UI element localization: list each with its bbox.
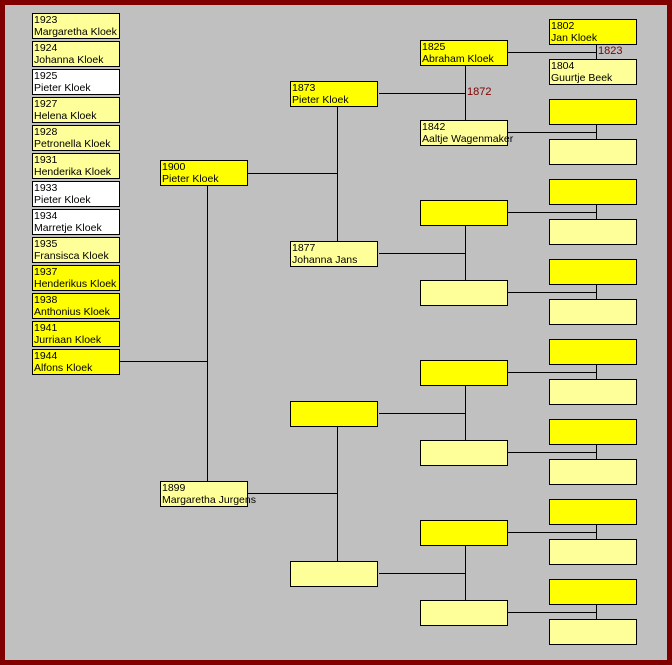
empty-person-box[interactable]: [549, 259, 637, 285]
person-name: Pieter Kloek: [34, 194, 91, 206]
person-name: Jurriaan Kloek: [34, 334, 102, 346]
empty-person-box[interactable]: [549, 219, 637, 245]
empty-person-box[interactable]: [549, 579, 637, 605]
empty-person-box[interactable]: [549, 139, 637, 165]
empty-person-box[interactable]: [420, 520, 508, 546]
birth-year: 1873: [292, 82, 316, 94]
person-name: Henderikus Kloek: [34, 278, 117, 290]
birth-year: 1934: [34, 210, 58, 222]
empty-person-box[interactable]: [420, 200, 508, 226]
birth-year: 1923: [34, 14, 58, 26]
person-name: Jan Kloek: [551, 32, 598, 44]
empty-person-box[interactable]: [290, 401, 378, 427]
empty-person-box[interactable]: [549, 459, 637, 485]
person-name: Petronella Kloek: [34, 138, 111, 150]
person-name: Marretje Kloek: [34, 222, 102, 234]
empty-person-box[interactable]: [549, 619, 637, 645]
birth-year: 1937: [34, 266, 58, 278]
marriage-year-label: 1872: [467, 86, 492, 98]
marriage-year-label: 1823: [598, 45, 623, 57]
empty-person-box[interactable]: [420, 280, 508, 306]
birth-year: 1941: [34, 322, 58, 334]
birth-year: 1931: [34, 154, 58, 166]
empty-person-box[interactable]: [549, 379, 637, 405]
person-name: Aaltje Wagenmaker: [422, 133, 514, 145]
birth-year: 1938: [34, 294, 58, 306]
person-name: Pieter Kloek: [162, 173, 219, 185]
empty-person-box[interactable]: [549, 179, 637, 205]
person-name: Anthonius Kloek: [34, 306, 110, 318]
birth-year: 1842: [422, 121, 446, 133]
person-name: Guurtje Beek: [551, 72, 613, 84]
birth-year: 1925: [34, 70, 58, 82]
empty-person-box[interactable]: [549, 419, 637, 445]
birth-year: 1935: [34, 238, 58, 250]
empty-person-box[interactable]: [549, 99, 637, 125]
empty-person-box[interactable]: [290, 561, 378, 587]
person-name: Fransisca Kloek: [34, 250, 109, 262]
person-name: Johanna Kloek: [34, 54, 104, 66]
person-name: Margaretha Jurgens: [162, 494, 256, 506]
birth-year: 1927: [34, 98, 58, 110]
birth-year: 1804: [551, 60, 575, 72]
birth-year: 1802: [551, 20, 575, 32]
person-name: Henderika Kloek: [34, 166, 112, 178]
birth-year: 1928: [34, 126, 58, 138]
empty-person-box[interactable]: [549, 339, 637, 365]
empty-person-box[interactable]: [549, 299, 637, 325]
person-name: Alfons Kloek: [34, 362, 93, 374]
birth-year: 1877: [292, 242, 316, 254]
birth-year: 1825: [422, 41, 446, 53]
person-name: Abraham Kloek: [422, 53, 494, 65]
birth-year: 1899: [162, 482, 186, 494]
empty-person-box[interactable]: [420, 360, 508, 386]
empty-person-box[interactable]: [549, 539, 637, 565]
person-name: Johanna Jans: [292, 254, 358, 266]
person-name: Margaretha Kloek: [34, 26, 117, 38]
birth-year: 1924: [34, 42, 58, 54]
birth-year: 1933: [34, 182, 58, 194]
person-name: Pieter Kloek: [34, 82, 91, 94]
person-name: Pieter Kloek: [292, 94, 349, 106]
person-name: Helena Kloek: [34, 110, 97, 122]
birth-year: 1900: [162, 161, 186, 173]
empty-person-box[interactable]: [549, 499, 637, 525]
birth-year: 1944: [34, 350, 58, 362]
empty-person-box[interactable]: [420, 600, 508, 626]
empty-person-box[interactable]: [420, 440, 508, 466]
